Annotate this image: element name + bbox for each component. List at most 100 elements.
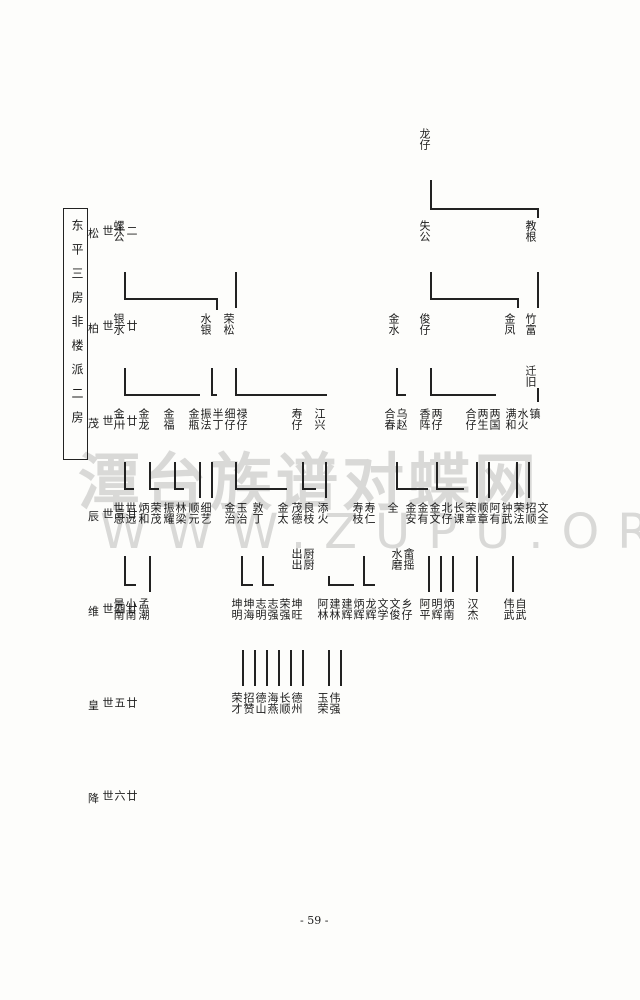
tree-line	[537, 208, 539, 218]
name-g24: 坤旺	[290, 598, 303, 620]
name-shigong: 失公	[418, 220, 431, 242]
name-g23: 金文	[428, 502, 441, 524]
tree-line	[516, 462, 518, 498]
tree-line	[430, 272, 432, 300]
name-g24: 文俊	[388, 598, 401, 620]
name-g22: 振法	[199, 408, 212, 430]
name-g23: 招顺	[524, 502, 537, 524]
tree-line	[124, 368, 126, 396]
name-g23: 长课	[452, 502, 465, 524]
name-g23: 阿有	[488, 502, 501, 524]
name-g24: 建辉	[340, 598, 353, 620]
tree-line	[302, 650, 304, 686]
generation-char: 辰	[88, 510, 99, 523]
name-g23-sub: 畲摇	[402, 548, 415, 570]
tree-line	[266, 650, 268, 686]
tree-line	[241, 584, 253, 586]
tree-line	[211, 462, 213, 498]
name-g23: 钟武	[500, 502, 513, 524]
name-g23: 振耀	[162, 502, 175, 524]
tree-line	[430, 298, 518, 300]
tree-line	[235, 368, 237, 396]
name-g22: 两生	[476, 408, 489, 430]
tree-line	[430, 394, 496, 396]
name-g24: 炳辉	[352, 598, 365, 620]
tree-line	[476, 556, 478, 592]
name-g24: 文学	[376, 598, 389, 620]
name-g25: 长顺	[278, 692, 291, 714]
generation-char: 降	[88, 792, 99, 805]
generation-label: 廿三世	[101, 508, 138, 519]
tree-line	[340, 650, 342, 686]
name-g24: 明辉	[430, 598, 443, 620]
name-g25: 荣才	[230, 692, 243, 714]
name-g22: 金川	[112, 408, 125, 430]
name-g22: 两国	[488, 408, 501, 430]
name-g25: 伟强	[328, 692, 341, 714]
tree-line	[254, 650, 256, 686]
generation-char: 维	[88, 605, 99, 618]
tree-line	[149, 556, 151, 592]
tree-line	[396, 488, 428, 490]
tree-line	[537, 272, 539, 308]
name-g24: 景南	[112, 598, 125, 620]
tree-line	[430, 180, 432, 210]
name-g22: 江兴	[313, 408, 326, 430]
name-g23: 细艺	[199, 502, 212, 524]
tree-line	[149, 488, 159, 490]
tree-line	[363, 584, 375, 586]
tree-line	[488, 462, 490, 498]
page-number: - 59 -	[300, 914, 329, 927]
name-g24: 阿平	[418, 598, 431, 620]
tree-line	[211, 394, 217, 396]
name-g23: 金安	[404, 502, 417, 524]
tree-line	[517, 298, 519, 308]
name-g24: 坤明	[230, 598, 243, 620]
tree-line	[436, 488, 464, 490]
tree-line	[328, 584, 354, 586]
tree-line	[537, 388, 539, 402]
name-g23: 寿枝	[351, 502, 364, 524]
name-zhufu: 竹富	[524, 313, 537, 335]
tree-line	[302, 462, 304, 490]
name-g22: 水火	[516, 408, 529, 430]
name-g25: 海燕	[266, 692, 279, 714]
tree-line	[124, 272, 126, 300]
name-g24: 龙辉	[364, 598, 377, 620]
tree-line	[325, 462, 327, 498]
name-g22: 乌赵	[395, 408, 408, 430]
name-g24: 伟武	[502, 598, 515, 620]
tree-line	[124, 298, 217, 300]
tree-line	[124, 488, 134, 490]
tree-line	[262, 584, 274, 586]
tree-line	[430, 208, 538, 210]
name-g24: 志明	[254, 598, 267, 620]
tree-line	[174, 488, 184, 490]
name-longzai: 龙仔	[418, 128, 431, 150]
name-g25: 招赞	[242, 692, 255, 714]
name-g24: 志强	[266, 598, 279, 620]
tree-line	[396, 462, 398, 490]
tree-line	[262, 556, 264, 586]
name-g22: 金龙	[137, 408, 150, 430]
tree-line	[476, 462, 478, 498]
name-rongsong: 荣松	[222, 313, 235, 335]
tree-line	[528, 462, 530, 498]
name-g22: 镇	[528, 408, 541, 419]
name-g24: 荣强	[278, 598, 291, 620]
tree-line	[396, 394, 406, 396]
name-luogong: 螺公	[112, 220, 125, 242]
tree-line	[328, 576, 330, 586]
name-g23: 世恩	[112, 502, 125, 524]
tree-line	[124, 462, 126, 490]
name-g23-sub: 出出	[290, 548, 303, 570]
tree-line	[242, 650, 244, 686]
name-g25: 德山	[254, 692, 267, 714]
branch-title-box: 东平三房非楼派二房	[63, 208, 88, 460]
name-g22: 细仔	[223, 408, 236, 430]
name-g24: 小南	[124, 598, 137, 620]
tree-line	[149, 462, 151, 490]
name-g25: 德州	[290, 692, 303, 714]
tree-line	[452, 556, 454, 592]
name-g24: 孟潮	[137, 598, 150, 620]
